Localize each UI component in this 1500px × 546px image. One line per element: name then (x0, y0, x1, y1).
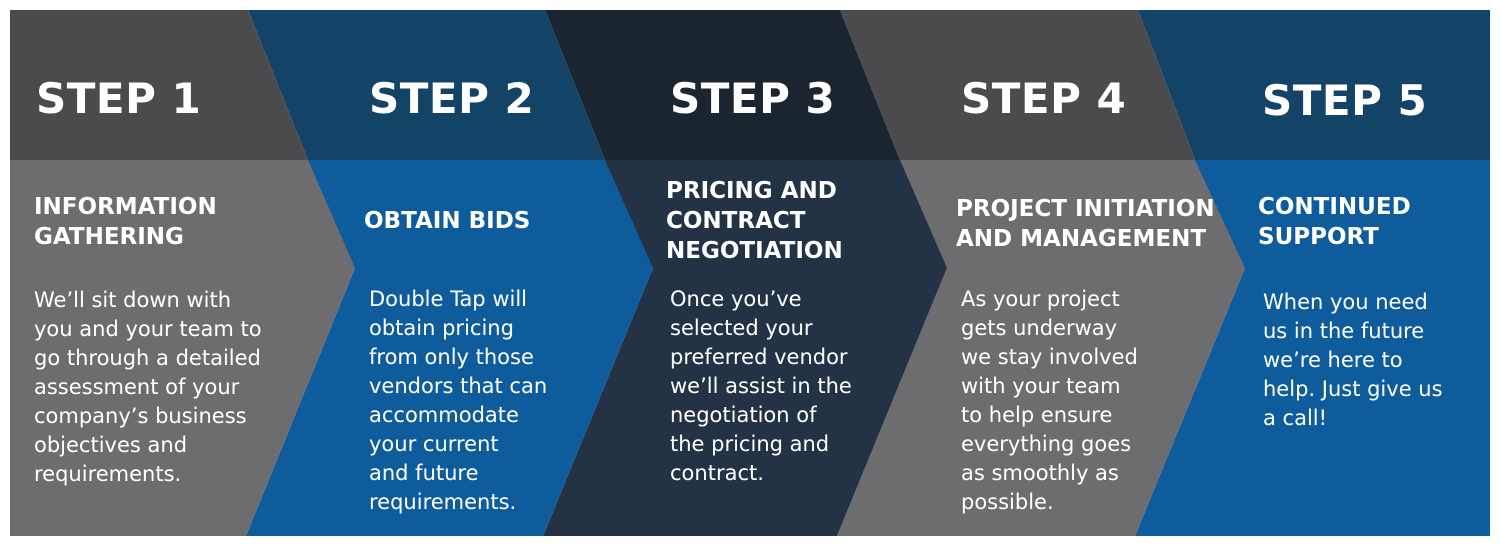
step-1-description: We’ll sit down with you and your team to… (34, 286, 262, 489)
step-4-title-line: AND MANAGEMENT (956, 226, 1207, 252)
step-4-desc-line: to help ensure (961, 403, 1113, 427)
step-2-top-panel (248, 10, 605, 160)
step-3-top-panel (545, 10, 900, 160)
step-1-label: STEP 1 (36, 74, 202, 123)
step-2-desc-line: from only those (369, 345, 534, 369)
step-4-desc-line: as smoothly as (961, 461, 1119, 485)
step-5-top-panel (1138, 10, 1490, 160)
step-5-desc-line: help. Just give us (1263, 377, 1443, 401)
step-4-top-panel (840, 10, 1195, 160)
step-2-label: STEP 2 (369, 74, 535, 123)
step-3-title: PRICING AND CONTRACT NEGOTIATION (666, 176, 843, 266)
step-2-desc-line: accommodate (369, 403, 519, 427)
step-4-desc-line: As your project (961, 287, 1120, 311)
step-4-desc-line: with your team (961, 374, 1121, 398)
step-3-desc-line: negotiation of (670, 403, 817, 427)
step-3-title-line: PRICING AND (666, 178, 837, 204)
step-3-desc-line: contract. (670, 461, 764, 485)
step-5-bottom-panel (1135, 160, 1490, 536)
step-1-title-line: INFORMATION (34, 194, 217, 220)
step-5-desc-line: When you need (1263, 290, 1428, 314)
step-1-desc-line: go through a detailed (34, 346, 261, 370)
step-5-desc-line: we’re here to (1263, 348, 1403, 372)
step-2-title-line: OBTAIN BIDS (364, 208, 531, 234)
step-4-desc-line: everything goes (961, 432, 1132, 456)
step-5-desc-line: a call! (1263, 406, 1328, 430)
step-1-desc-line: We’ll sit down with (34, 288, 232, 312)
step-5-label: STEP 5 (1262, 76, 1428, 125)
step-4-title: PROJECT INITIATION AND MANAGEMENT (956, 194, 1215, 254)
step-1-desc-line: objectives and (34, 433, 188, 457)
step-3-desc-line: selected your (670, 316, 813, 340)
step-1-desc-line: assessment of your (34, 375, 240, 399)
step-1-desc-line: requirements. (34, 462, 182, 486)
step-5-title: CONTINUED SUPPORT (1258, 192, 1411, 252)
step-2-desc-line: requirements. (369, 490, 517, 514)
step-1-title: INFORMATION GATHERING (34, 192, 217, 252)
step-4-desc-line: we stay involved (961, 345, 1138, 369)
step-4-title-line: PROJECT INITIATION (956, 196, 1215, 222)
step-5-desc-line: us in the future (1263, 319, 1425, 343)
step-5-description: When you need us in the future we’re her… (1263, 288, 1443, 433)
step-3-description: Once you’ve selected your preferred vend… (670, 285, 852, 488)
step-5-title-line: CONTINUED (1258, 194, 1411, 220)
step-2-desc-line: obtain pricing (369, 316, 514, 340)
step-3-desc-line: the pricing and (670, 432, 830, 456)
step-2-description: Double Tap will obtain pricing from only… (369, 285, 547, 517)
step-3-label: STEP 3 (670, 74, 836, 123)
step-3-desc-line: preferred vendor (670, 345, 848, 369)
step-4-description: As your project gets underway we stay in… (961, 285, 1138, 517)
step-3-title-line: NEGOTIATION (666, 238, 843, 264)
step-2-desc-line: and future (369, 461, 479, 485)
step-1-desc-line: you and your team to (34, 317, 262, 341)
step-5-title-line: SUPPORT (1258, 224, 1379, 250)
step-1-bottom-panel (10, 160, 355, 536)
step-4-desc-line: possible. (961, 490, 1054, 514)
step-2-title: OBTAIN BIDS (364, 206, 530, 236)
step-2-desc-line: vendors that can (369, 374, 548, 398)
step-1-desc-line: company’s business (34, 404, 247, 428)
step-4-label: STEP 4 (961, 74, 1127, 123)
step-4-desc-line: gets underway (961, 316, 1118, 340)
step-2-desc-line: Double Tap will (369, 287, 527, 311)
step-1-top-panel (10, 10, 308, 160)
step-3-title-line: CONTRACT (666, 208, 806, 234)
step-2-desc-line: your current (369, 432, 499, 456)
step-1-title-line: GATHERING (34, 224, 184, 250)
step-3-desc-line: we’ll assist in the (670, 374, 852, 398)
step-3-desc-line: Once you’ve (670, 287, 802, 311)
